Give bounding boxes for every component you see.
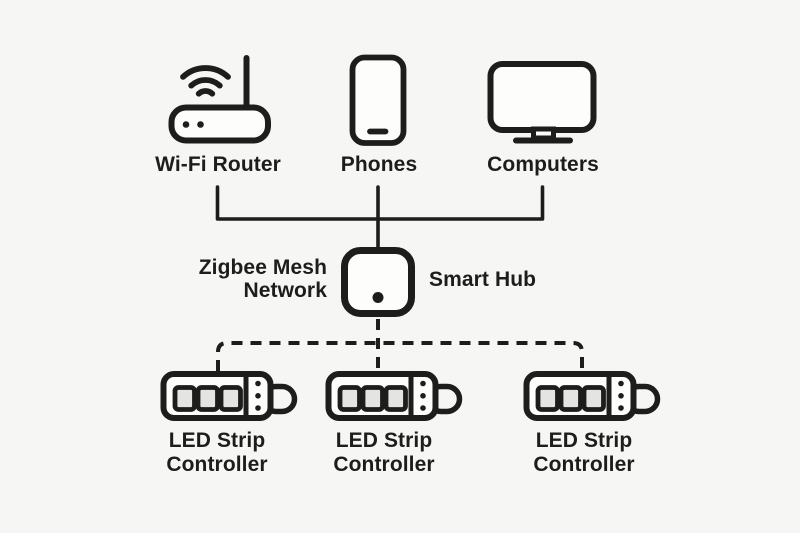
led-strip-controller-icon [329,374,460,418]
zigbee-mesh-network-label-line1: Zigbee Mesh [198,256,327,279]
led-strip-controller-label-line1: LED Strip [535,429,633,452]
led-strip-controller-label-line2: Controller [333,453,435,476]
computer-monitor-icon [487,61,597,144]
zigbee-mesh-network-label-line2: Network [243,279,327,302]
wired-connection-lines [215,185,545,254]
monitor-screen [487,61,597,133]
wifi-router-icon [168,55,271,144]
led-strip-controller-icon [164,374,295,418]
phone-body [349,54,407,146]
hub-body [341,247,415,317]
router-body [168,104,271,144]
zigbee-dashed-lines [216,319,584,371]
led-strip-controller-label-line2: Controller [533,453,635,476]
led-strip-controller-label-line2: Controller [166,453,268,476]
smart-hub-label: Smart Hub [429,268,537,291]
led-strip-controller-label: LED Strip Controller [333,429,434,477]
hub-status-dot [372,292,384,303]
phones-label: Phones [340,153,418,176]
wifi-router-label: Wi-Fi Router [155,153,281,176]
led-strip-controller-label-line1: LED Strip [168,429,266,452]
computers-label: Computers [487,153,599,176]
led-strip-controller-icon [527,374,658,418]
zigbee-mesh-network-label: Zigbee Mesh Network [199,256,327,302]
monitor-neck [531,126,556,141]
smartphone-icon [349,54,407,146]
led-strip-controller-label: LED Strip Controller [166,429,267,477]
router-led-dot [197,121,204,128]
smart-hub-icon [341,247,415,317]
led-strip-controller-label-line1: LED Strip [335,429,433,452]
wifi-waves-icon [180,65,231,97]
led-strip-controller-label: LED Strip Controller [533,429,634,477]
router-led-dot [182,121,190,128]
